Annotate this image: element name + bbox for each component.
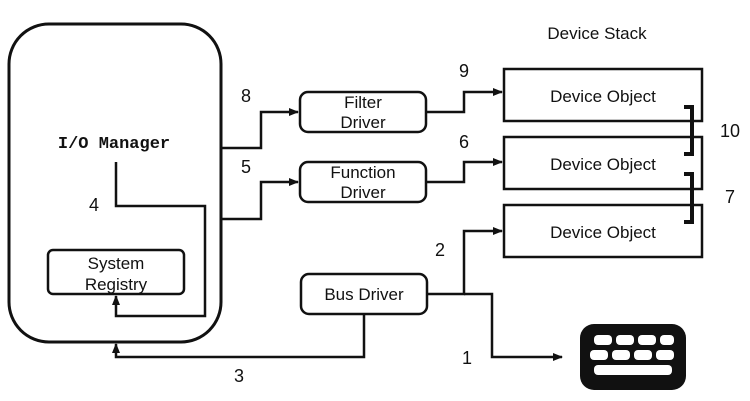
keyboard-icon bbox=[580, 324, 686, 390]
filter-driver-label-line1: Filter bbox=[344, 93, 382, 112]
step-9: 9 bbox=[459, 61, 469, 81]
device-object-bottom-label: Device Object bbox=[550, 223, 656, 242]
step-3: 3 bbox=[234, 366, 244, 386]
arrow-9 bbox=[426, 88, 503, 114]
filter-driver-box: Filter Driver bbox=[298, 90, 428, 134]
filter-driver-label-line2: Driver bbox=[340, 113, 386, 132]
arrow-5 bbox=[221, 178, 299, 221]
system-registry-label-line1: System bbox=[88, 254, 145, 273]
device-object-top: Device Object bbox=[502, 67, 704, 123]
arrow-1 bbox=[464, 292, 563, 361]
function-driver-box: Function Driver bbox=[298, 160, 428, 204]
system-registry-box: System Registry bbox=[46, 248, 186, 296]
device-object-bottom: Device Object bbox=[502, 203, 704, 259]
arrow-2 bbox=[427, 227, 503, 296]
bus-driver-label: Bus Driver bbox=[324, 285, 404, 304]
function-driver-label-line2: Driver bbox=[340, 183, 386, 202]
step-1: 1 bbox=[462, 348, 472, 368]
arrow-3 bbox=[112, 314, 366, 359]
step-7: 7 bbox=[725, 187, 735, 207]
step-10: 10 bbox=[720, 121, 740, 141]
device-object-middle: Device Object bbox=[502, 135, 704, 191]
step-8: 8 bbox=[241, 86, 251, 106]
bracket-10 bbox=[684, 105, 694, 156]
bus-driver-box: Bus Driver bbox=[299, 272, 429, 316]
arrow-8 bbox=[221, 108, 299, 150]
arrow-4 bbox=[112, 162, 207, 318]
step-4: 4 bbox=[89, 195, 99, 215]
system-registry-label-line2: Registry bbox=[85, 275, 148, 294]
device-stack-title: Device Stack bbox=[547, 24, 647, 43]
function-driver-label-line1: Function bbox=[330, 163, 395, 182]
step-5: 5 bbox=[241, 157, 251, 177]
device-object-middle-label: Device Object bbox=[550, 155, 656, 174]
io-manager-label: I/O Manager bbox=[58, 135, 170, 154]
arrow-6 bbox=[426, 158, 503, 184]
step-6: 6 bbox=[459, 132, 469, 152]
step-2: 2 bbox=[435, 240, 445, 260]
device-object-top-label: Device Object bbox=[550, 87, 656, 106]
bracket-7 bbox=[684, 172, 694, 224]
